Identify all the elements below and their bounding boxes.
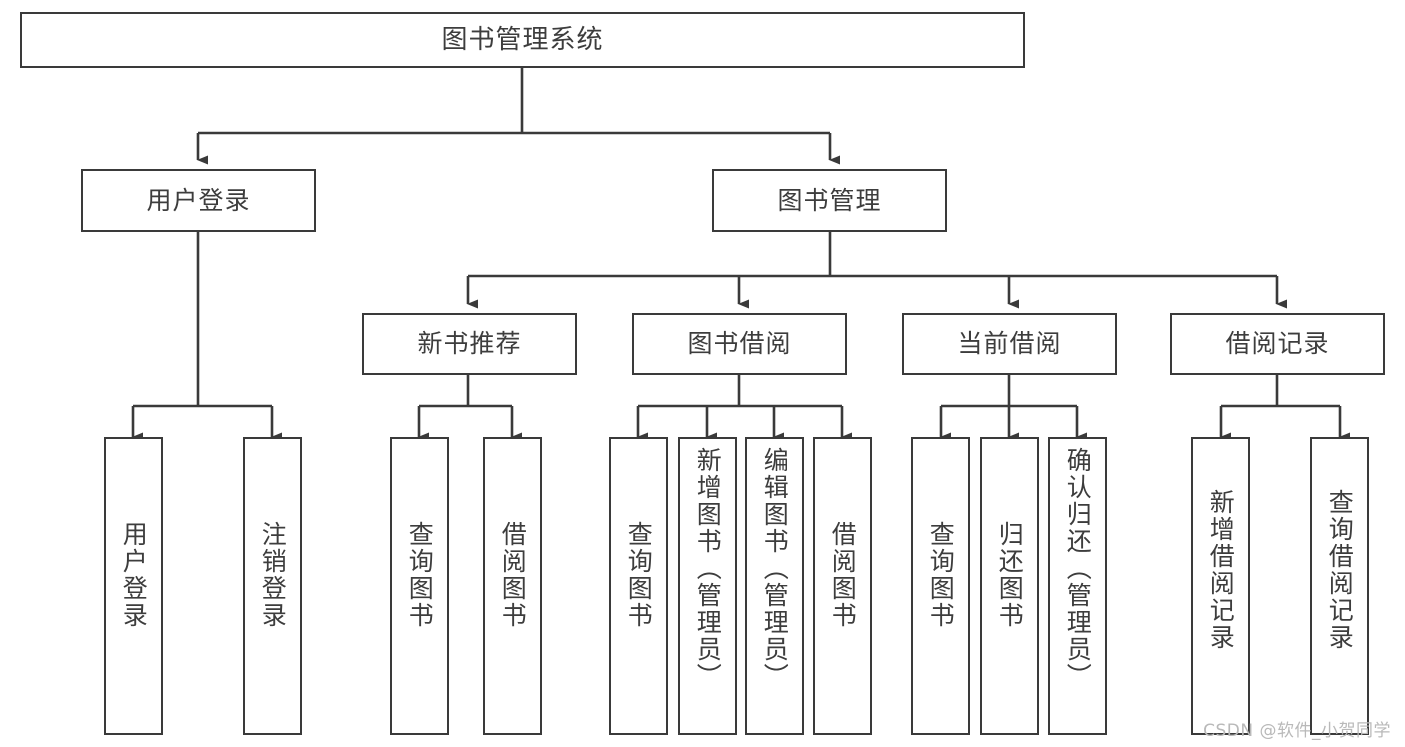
leaf-new-book-query-book[interactable]: 查询图书: [390, 437, 449, 735]
node-label: 图书借阅: [687, 329, 792, 359]
watermark-text: CSDN @软件_小贺同学: [1203, 721, 1391, 741]
leaf-current-borrow-confirm-return-admin[interactable]: 确认归还（管理员）: [1048, 437, 1107, 735]
leaf-user-login-login[interactable]: 用户登录: [104, 437, 163, 735]
node-label: 图书管理系统: [441, 24, 604, 55]
node-label: 新增借阅记录: [1206, 489, 1236, 651]
node-label: 借阅记录: [1225, 329, 1330, 359]
node-new-book-recommend[interactable]: 新书推荐: [362, 313, 577, 375]
leaf-borrow-record-add-record[interactable]: 新增借阅记录: [1191, 437, 1250, 735]
leaf-book-borrow-borrow-book[interactable]: 借阅图书: [813, 437, 872, 735]
node-label: 查询图书: [624, 521, 654, 629]
node-label: 查询借阅记录: [1325, 489, 1355, 651]
node-label: 用户登录: [146, 185, 251, 215]
node-label: 确认归还（管理员）: [1063, 447, 1093, 690]
node-book-borrow[interactable]: 图书借阅: [632, 313, 847, 375]
node-label: 编辑图书（管理员）: [760, 447, 790, 690]
leaf-user-login-logout[interactable]: 注销登录: [243, 437, 302, 735]
node-label: 新书推荐: [417, 329, 522, 359]
node-borrow-record[interactable]: 借阅记录: [1170, 313, 1385, 375]
node-label: 借阅图书: [828, 521, 858, 629]
leaf-book-borrow-query-book[interactable]: 查询图书: [609, 437, 668, 735]
node-label: 查询图书: [926, 521, 956, 629]
node-label: 当前借阅: [957, 329, 1062, 359]
node-label: 用户登录: [119, 521, 149, 629]
leaf-book-borrow-edit-book-admin[interactable]: 编辑图书（管理员）: [745, 437, 804, 735]
leaf-borrow-record-query-record[interactable]: 查询借阅记录: [1310, 437, 1369, 735]
node-label: 新增图书（管理员）: [693, 447, 723, 690]
leaf-current-borrow-query-book[interactable]: 查询图书: [911, 437, 970, 735]
node-label: 借阅图书: [498, 521, 528, 629]
node-root-book-management-system[interactable]: 图书管理系统: [20, 12, 1025, 68]
leaf-book-borrow-add-book-admin[interactable]: 新增图书（管理员）: [678, 437, 737, 735]
node-label: 注销登录: [258, 521, 288, 629]
leaf-current-borrow-return-book[interactable]: 归还图书: [980, 437, 1039, 735]
node-label: 查询图书: [405, 521, 435, 629]
node-current-borrow[interactable]: 当前借阅: [902, 313, 1117, 375]
node-user-login[interactable]: 用户登录: [81, 169, 316, 232]
node-label: 图书管理: [777, 185, 882, 215]
node-label: 归还图书: [995, 521, 1025, 629]
node-book-management[interactable]: 图书管理: [712, 169, 947, 232]
leaf-new-book-borrow-book[interactable]: 借阅图书: [483, 437, 542, 735]
